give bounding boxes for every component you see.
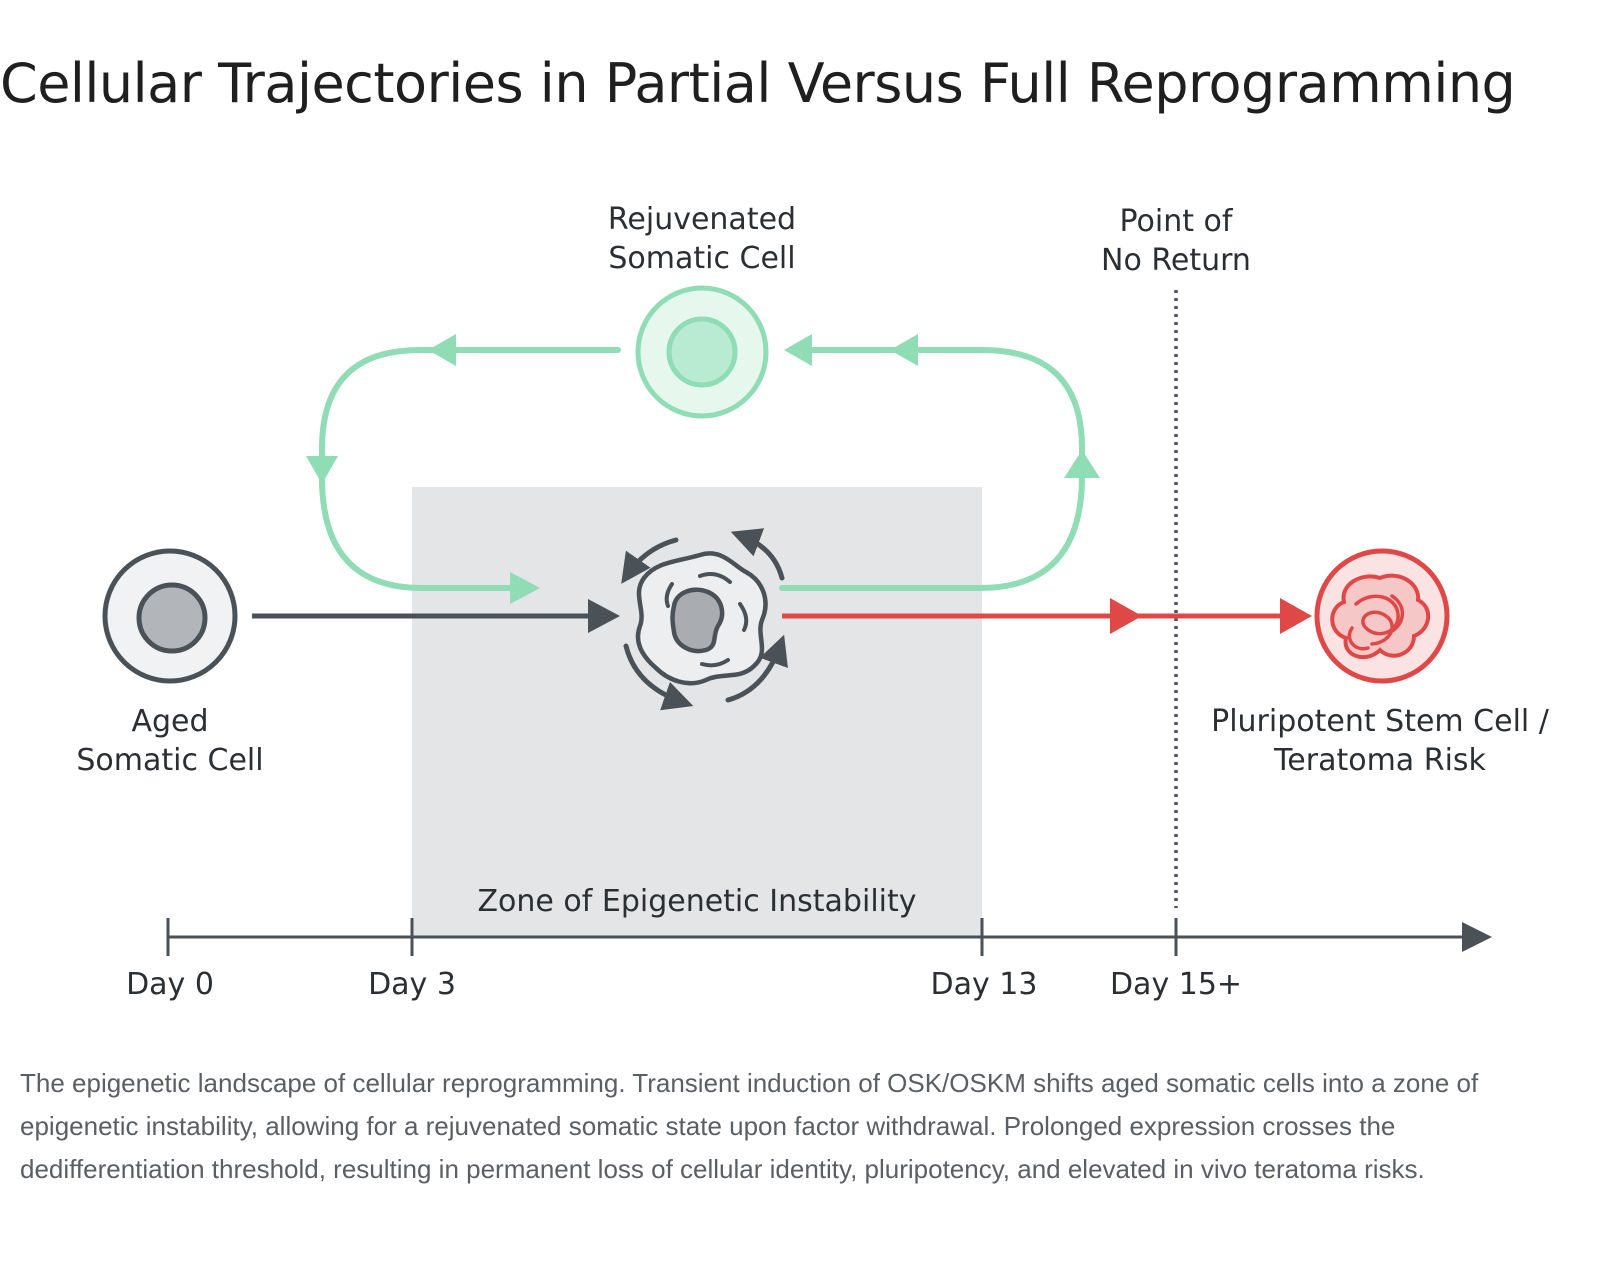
tick-day-15-plus: Day 15+ <box>1110 967 1242 1002</box>
pluripotent-cell-label-line2: Teratoma Risk <box>1273 743 1486 778</box>
point-of-no-return-label-line1: Point of <box>1120 204 1234 239</box>
rejuvenated-cell-label-line2: Somatic Cell <box>608 241 795 276</box>
dedifferentiation-arrowhead-1 <box>1110 598 1142 634</box>
rejuvenated-cell-label-line1: Rejuvenated <box>608 202 796 237</box>
zone-label: Zone of Epigenetic Instability <box>478 884 917 919</box>
rejuvenated-cell-icon <box>635 285 769 419</box>
dedifferentiation-arrowhead-2 <box>1280 598 1312 634</box>
unstable-cell-icon <box>635 551 768 686</box>
aged-cell-label-line1: Aged <box>131 704 208 739</box>
aged-cell-label-line2: Somatic Cell <box>76 743 263 778</box>
pluripotent-cell-icon <box>1314 548 1450 684</box>
induction-arrowhead <box>588 599 620 633</box>
rejuvenation-arrowheads <box>306 334 1100 604</box>
timeline-axis <box>166 918 1492 956</box>
point-of-no-return-label-line2: No Return <box>1101 243 1251 278</box>
tick-day-0: Day 0 <box>126 967 214 1002</box>
pluripotent-cell-label-line1: Pluripotent Stem Cell / <box>1211 704 1550 739</box>
aged-cell-icon <box>102 548 238 684</box>
tick-day-3: Day 3 <box>368 967 456 1002</box>
figure-caption: The epigenetic landscape of cellular rep… <box>20 1068 1479 1184</box>
reprogramming-diagram: Zone of Epigenetic Instability Day 0 Day… <box>76 202 1550 1002</box>
rotation-arrows-icon <box>621 528 788 711</box>
page-title: Cellular Trajectories in Partial Versus … <box>0 52 1516 115</box>
tick-day-13: Day 13 <box>931 967 1038 1002</box>
